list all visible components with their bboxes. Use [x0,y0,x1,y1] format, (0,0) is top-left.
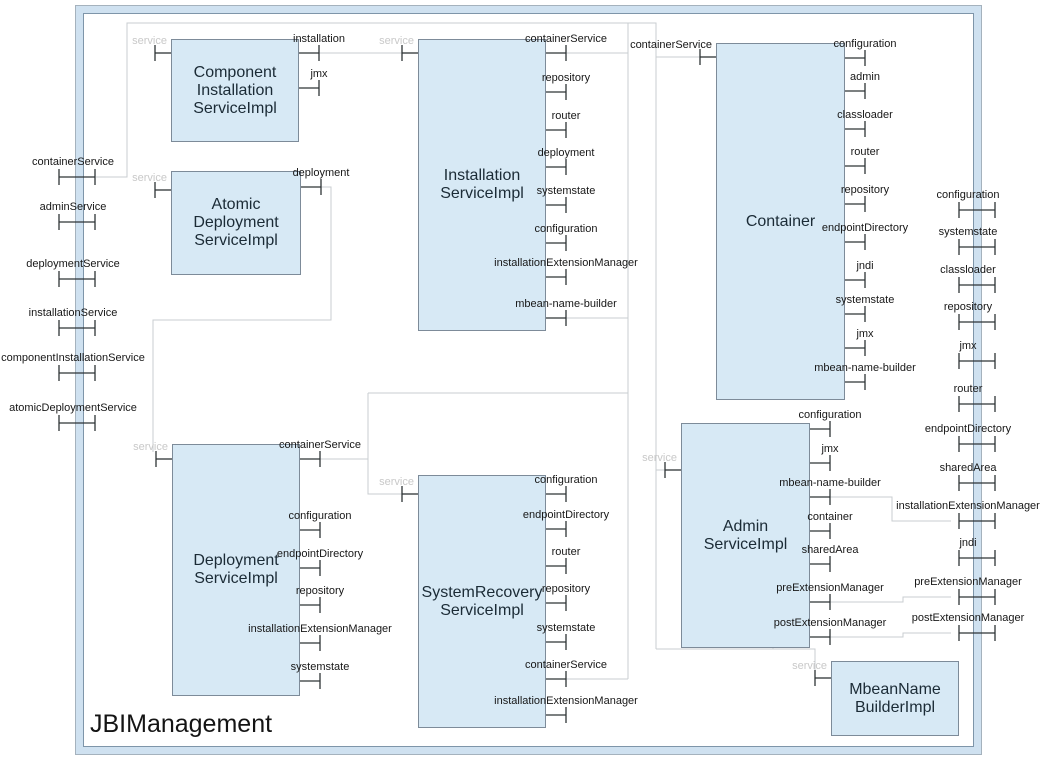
component-title-line: Container [745,212,816,230]
component-title-line: ServiceImpl [194,570,278,587]
component-title-line: Installation [196,81,274,99]
component-title-line: BuilderImpl [854,698,936,716]
connector-wire [830,596,951,603]
component-title-line: Atomic [211,196,261,213]
component-title-line: ServiceImpl [440,601,524,619]
connector-wire [96,22,700,178]
component-title-line: MbeanName [849,680,941,698]
connector-wire [656,648,816,678]
component-title-line: ServiceImpl [194,232,278,249]
component-container[interactable]: Container [716,43,845,400]
component-title-line: Deployment [193,214,279,231]
connector-wire [152,186,332,452]
component-title-line: Admin [722,517,769,535]
connector-wire [367,393,402,495]
connector-wire [830,632,951,638]
component-title-line: Deployment [193,552,279,569]
frame-title: JBIManagement [90,710,273,738]
component-title-line: SystemRecovery [421,583,543,601]
component-title-line: ServiceImpl [193,99,277,117]
component-title-line: ServiceImpl [440,185,524,202]
component-title-line: Component [193,63,277,81]
component-title-line: Installation [443,167,521,184]
connector-wire [830,496,951,522]
component-title-line: ServiceImpl [703,535,788,553]
